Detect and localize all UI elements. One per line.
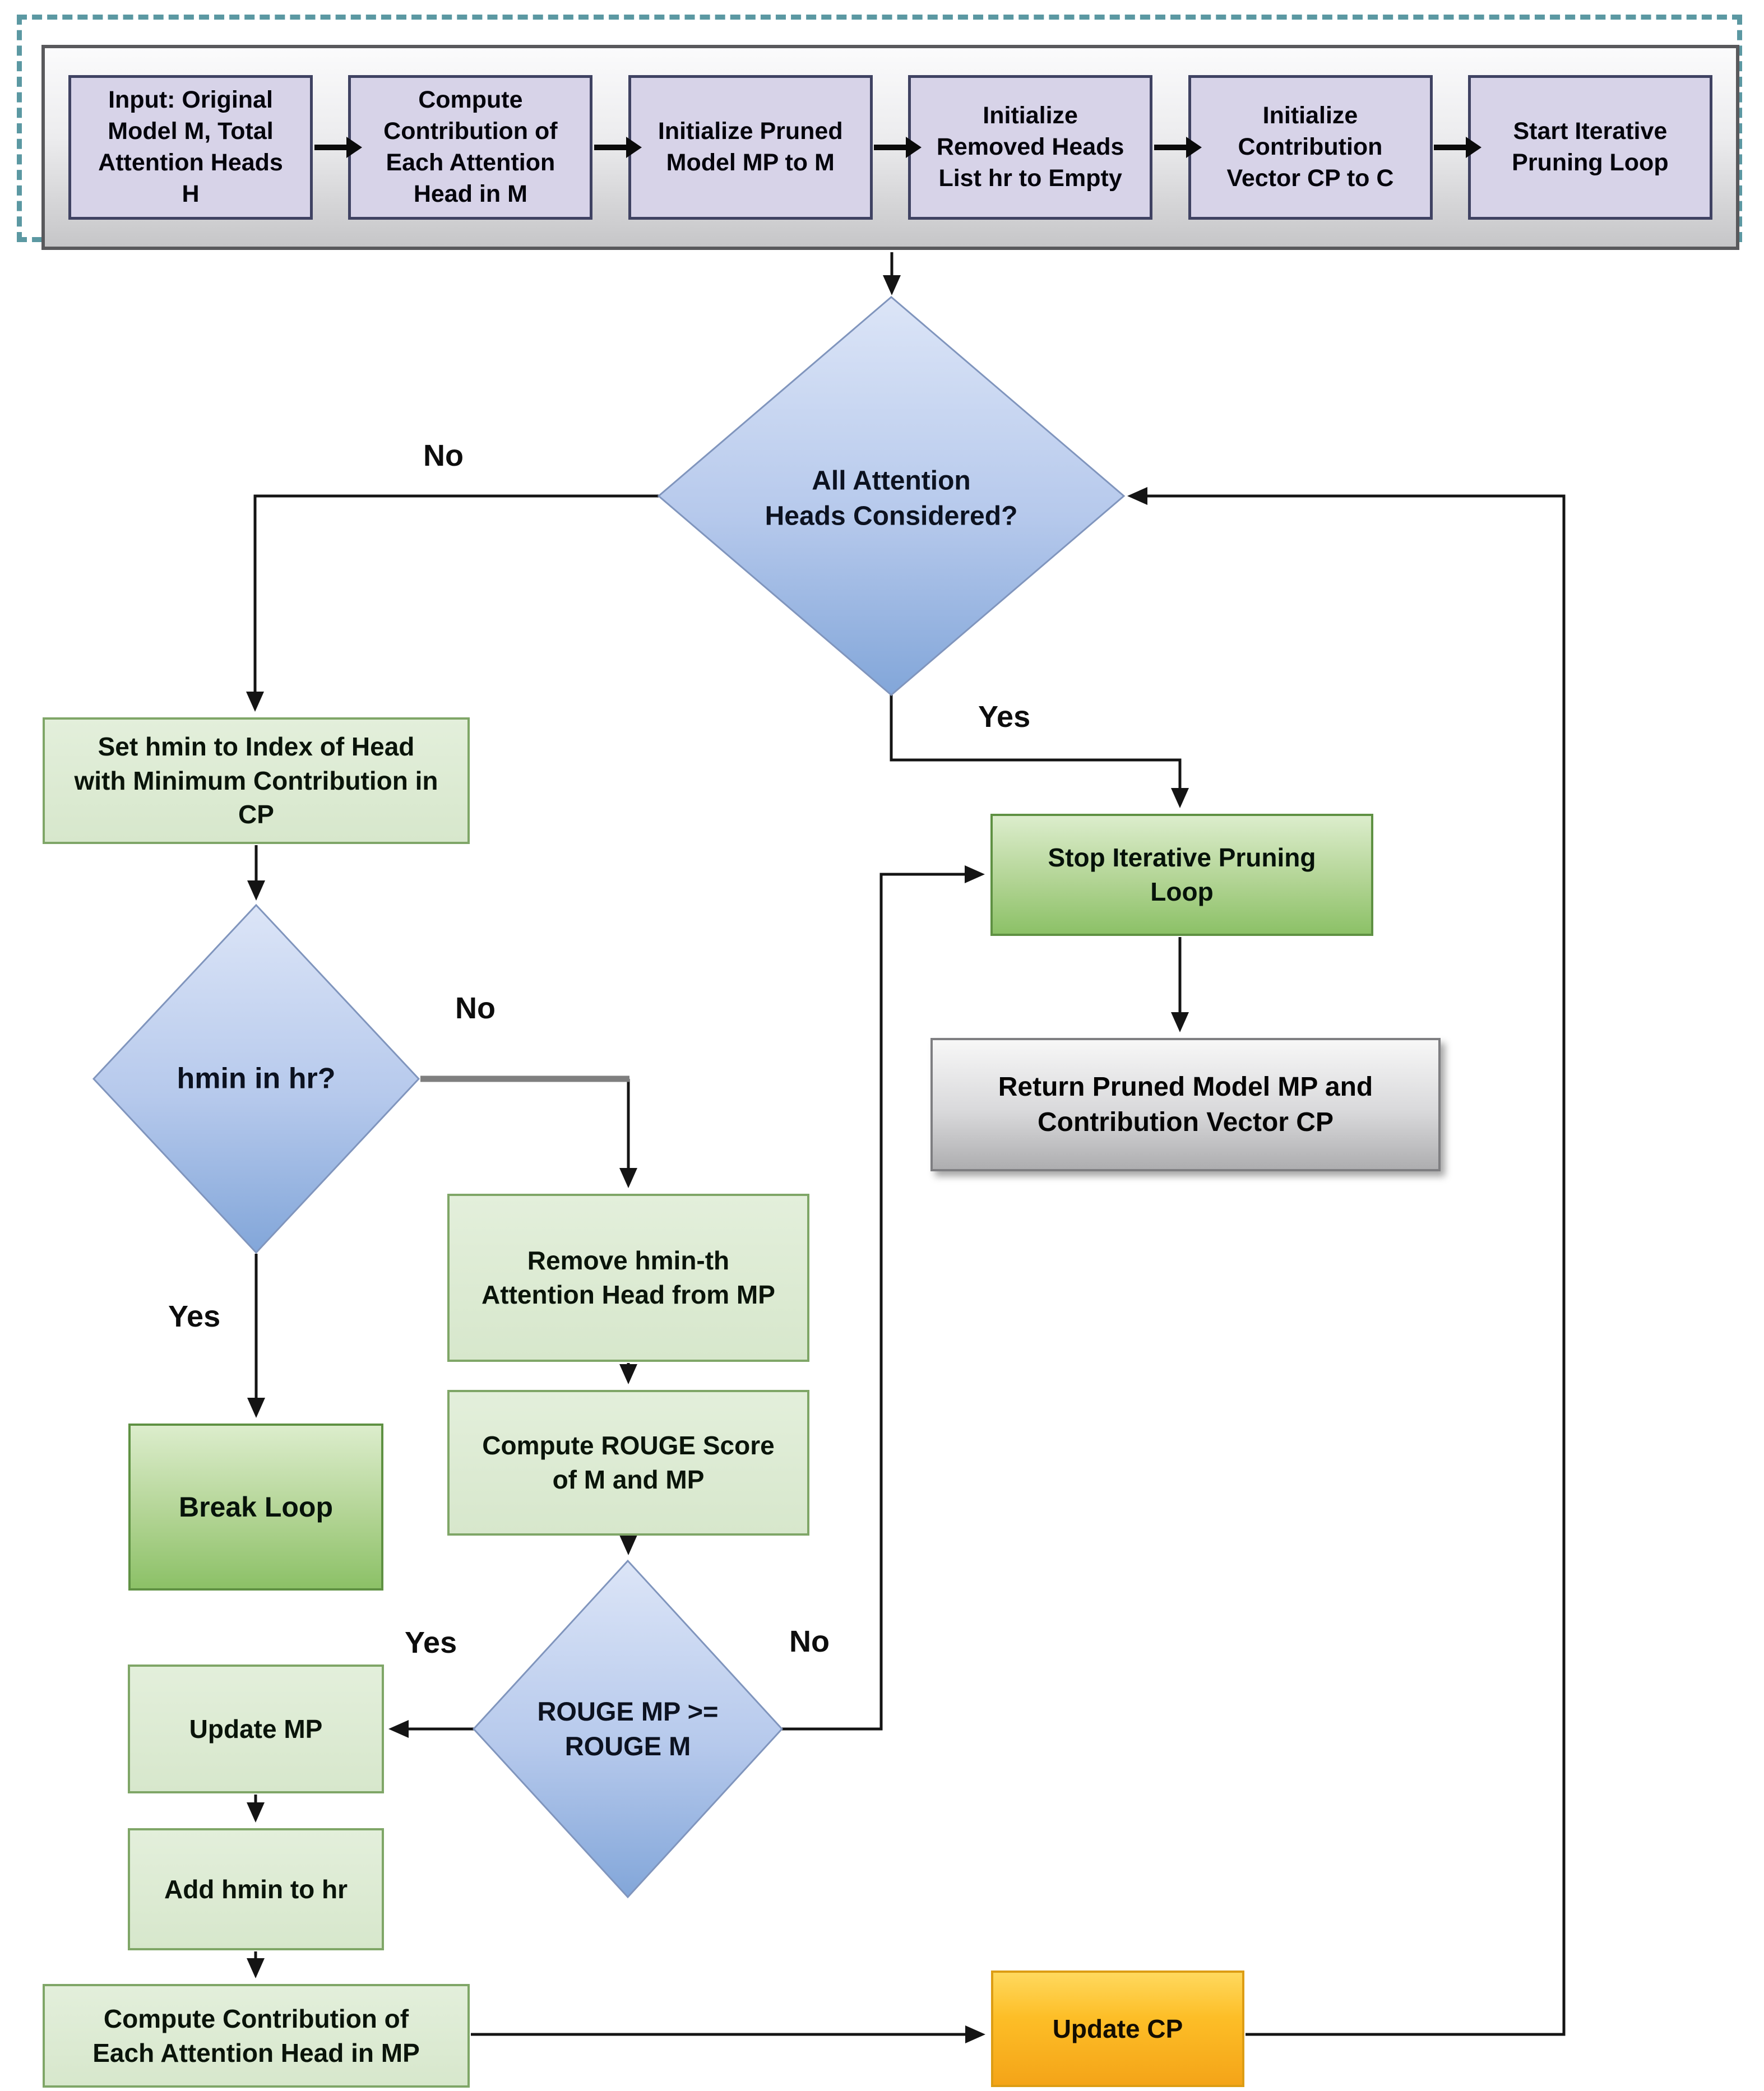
flow-arrow-icon [594,137,642,158]
connector-loop-back [1127,487,1566,2036]
connector-decision-no [246,494,659,712]
arrowhead-icon [626,137,642,158]
hmin-decision-label: hmin in hr? [177,1062,336,1095]
node-add-hmin: Add hmin to hr [128,1828,384,1950]
node-compute-contribution-m: Compute Contribution of Each Attention H… [348,75,593,220]
node-init-removed-heads: Initialize Removed Heads List hr to Empt… [908,75,1153,220]
node-input-model: Input: Original Model M, Total Attention… [68,75,313,220]
flow-arrow-icon [314,137,362,158]
edge-label-all-heads-no: No [423,439,464,472]
edge-label-rouge-yes: Yes [405,1626,457,1659]
rouge-decision-label: ROUGE MP >= ROUGE M [537,1696,719,1761]
connector-rouge-no [782,865,985,1731]
flow-arrow-icon [1154,137,1202,158]
node-remove-head: Remove hmin-th Attention Head from MP [447,1194,809,1362]
all-heads-decision-label: All Attention Heads Considered? [765,466,1018,531]
edge-label-all-heads-yes: Yes [978,700,1031,734]
arrowhead-icon [906,137,922,158]
flow-arrow-icon [1434,137,1482,158]
flow-arrow-icon [874,137,922,158]
node-update-cp: Update CP [991,1971,1244,2087]
connector-decision-yes [890,695,1189,808]
node-compute-contribution-mp: Compute Contribution of Each Attention H… [43,1984,470,2088]
node-init-pruned-model: Initialize Pruned Model MP to M [628,75,873,220]
node-start-loop: Start Iterative Pruning Loop [1467,75,1712,220]
edge-label-hmin-no: No [455,991,496,1025]
initialization-band: Input: Original Model M, Total Attention… [41,45,1739,250]
node-set-hmin: Set hmin to Index of Head with Minimum C… [43,717,470,844]
node-init-contribution-vector: Initialize Contribution Vector CP to C [1188,75,1433,220]
arrowhead-icon [1186,137,1202,158]
edge-label-rouge-no: No [789,1625,830,1658]
edge-label-hmin-yes: Yes [168,1300,221,1333]
arrowhead-icon [1466,137,1482,158]
arrowhead-icon [346,137,362,158]
node-break-loop: Break Loop [128,1424,383,1591]
node-update-mp: Update MP [128,1665,384,1793]
node-compute-rouge: Compute ROUGE Score of M and MP [447,1390,809,1536]
node-return-result: Return Pruned Model MP and Contribution … [930,1038,1441,1171]
node-stop-loop: Stop Iterative Pruning Loop [990,814,1373,936]
